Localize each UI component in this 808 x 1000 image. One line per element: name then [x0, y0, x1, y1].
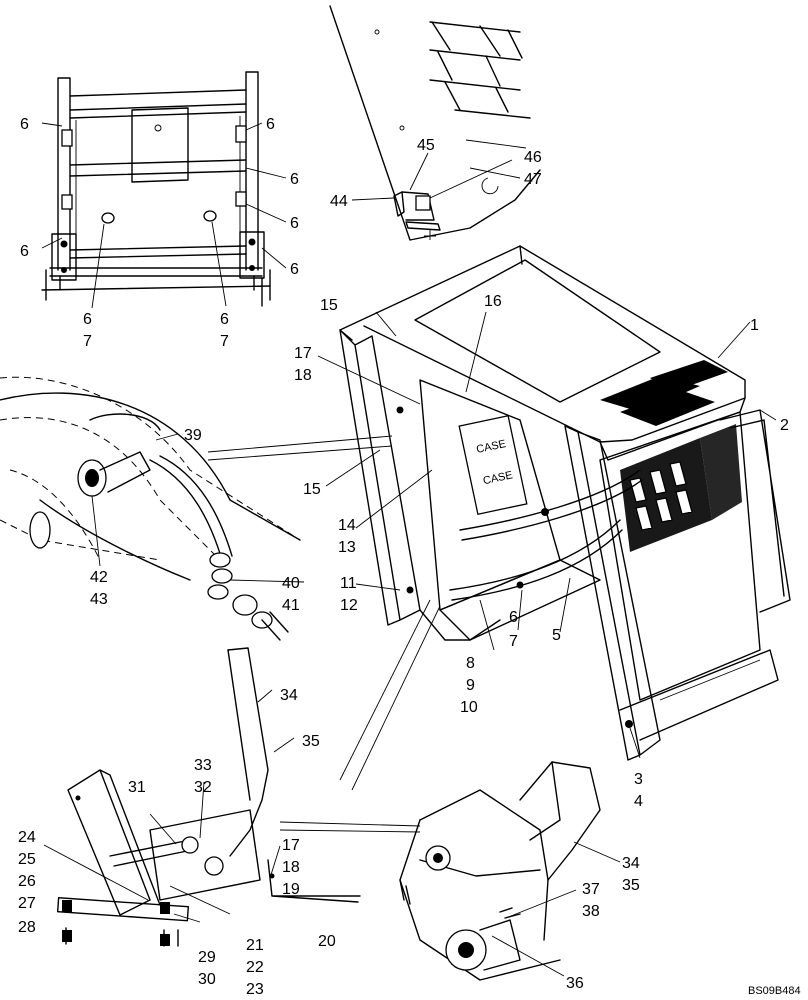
callout-6i: 6	[220, 311, 229, 328]
callout-6g: 6	[83, 311, 92, 328]
callout-18b: 18	[282, 859, 300, 876]
callout-6f: 6	[290, 261, 299, 278]
callout-4: 4	[634, 793, 643, 810]
frame-top-view	[41, 71, 271, 307]
callout-17b: 17	[282, 837, 300, 854]
callout-9: 9	[466, 677, 475, 694]
callout-17a: 17	[294, 345, 312, 362]
callout-18a: 18	[294, 367, 312, 384]
diagram-code: BS09B484	[748, 985, 801, 997]
callout-11: 11	[340, 575, 357, 592]
hose-valve-detail	[0, 376, 301, 641]
callout-7a: 7	[83, 333, 92, 350]
callout-22: 22	[246, 959, 264, 976]
callout-35b: 35	[622, 877, 640, 894]
callout-46: 46	[524, 149, 542, 166]
callout-23: 23	[246, 981, 264, 998]
callout-12: 12	[340, 597, 358, 614]
callout-43: 43	[90, 591, 108, 608]
callout-6e: 6	[20, 243, 29, 260]
callout-14: 14	[338, 517, 356, 534]
callout-6c: 6	[290, 171, 299, 188]
callout-6b: 6	[266, 116, 275, 133]
callout-16: 16	[484, 293, 502, 310]
callout-45: 45	[417, 137, 435, 154]
callout-34a: 34	[280, 687, 298, 704]
callout-8: 8	[466, 655, 475, 672]
callout-19: 19	[282, 881, 300, 898]
callout-24: 24	[18, 829, 36, 846]
callout-1: 1	[750, 317, 759, 334]
decal-panel	[458, 415, 528, 515]
callout-6a: 6	[20, 116, 29, 133]
callout-10: 10	[460, 699, 478, 716]
callout-30: 30	[198, 971, 216, 988]
pedal-mount-detail	[399, 761, 601, 981]
callout-33: 33	[194, 757, 212, 774]
roof-vent-grid	[600, 360, 728, 426]
callout-44: 44	[330, 193, 348, 210]
callout-38: 38	[582, 903, 600, 920]
rops-cab-assembly: CASE CASE	[339, 245, 791, 761]
callout-35a: 35	[302, 733, 320, 750]
callout-6d: 6	[290, 215, 299, 232]
callout-2: 2	[780, 417, 789, 434]
pedal-linkage-detail	[56, 647, 361, 947]
callout-6j: 6	[509, 609, 518, 626]
callout-40: 40	[282, 575, 300, 592]
callout-34b: 34	[622, 855, 640, 872]
callout-labels: 6 6 6 6 6 6 6 6 7 6 7 45 46 47 44 15 16 …	[18, 116, 789, 998]
callout-25: 25	[18, 851, 36, 868]
callout-5: 5	[552, 627, 561, 644]
leader-lines	[41, 122, 777, 977]
side-mesh-panel	[599, 411, 761, 701]
callout-7b: 7	[220, 333, 229, 350]
callout-28: 28	[18, 919, 36, 936]
callout-42: 42	[90, 569, 108, 586]
callout-31: 31	[128, 779, 146, 796]
callout-41: 41	[282, 597, 300, 614]
callout-7c: 7	[509, 633, 518, 650]
callout-37: 37	[582, 881, 600, 898]
callout-3: 3	[634, 771, 643, 788]
callout-39: 39	[184, 427, 202, 444]
callout-29: 29	[198, 949, 216, 966]
callout-36: 36	[566, 975, 584, 992]
callout-26: 26	[18, 873, 36, 890]
callout-13: 13	[338, 539, 356, 556]
callout-15b: 15	[303, 481, 321, 498]
detail-connection-lines	[207, 435, 441, 833]
side-panel-detail	[329, 5, 541, 241]
callout-21: 21	[246, 937, 264, 954]
callout-15a: 15	[320, 297, 338, 314]
callout-32: 32	[194, 779, 212, 796]
callout-20: 20	[318, 933, 336, 950]
callout-47: 47	[524, 171, 542, 188]
callout-27: 27	[18, 895, 36, 912]
